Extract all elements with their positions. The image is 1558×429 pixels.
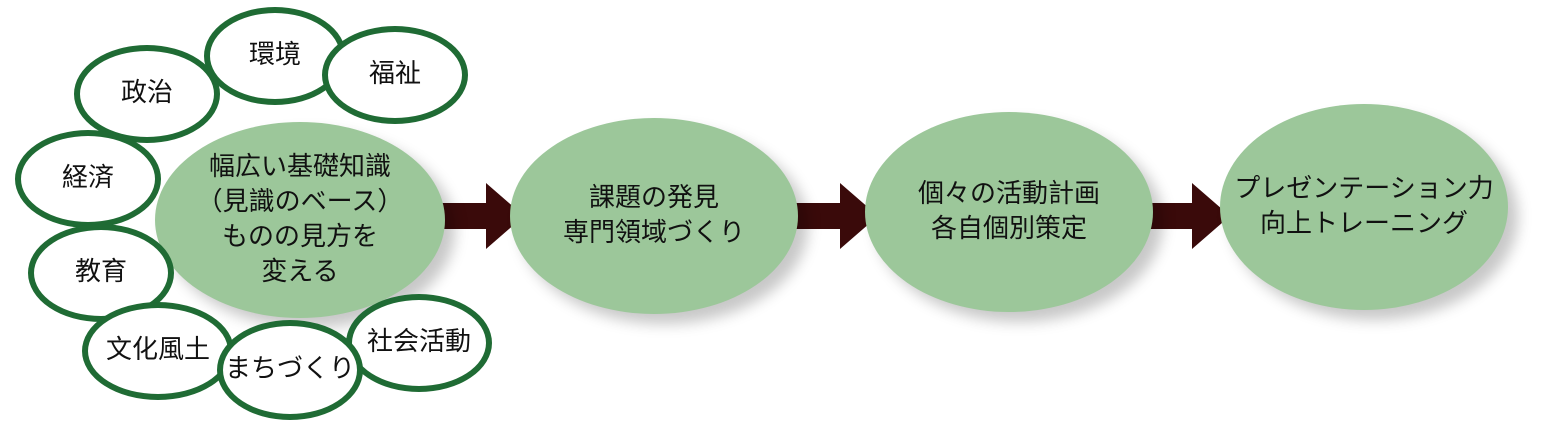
- topic-label: 教育: [74, 257, 127, 288]
- topic-welfare: 福祉: [322, 26, 468, 124]
- arrow-2: [790, 183, 878, 249]
- stage-problem-discovery: 課題の発見 専門領域づくり: [510, 118, 798, 314]
- topic-label: 環境: [248, 40, 301, 71]
- topic-culture: 文化風土: [82, 302, 234, 400]
- topic-label: 社会活動: [366, 327, 471, 358]
- arrow-3: [1142, 183, 1230, 249]
- stage-label: 幅広い基礎知識 （見識のベース） ものの見方を 変える: [196, 152, 404, 287]
- topic-label: 福祉: [368, 59, 421, 90]
- topic-label: まちづくり: [224, 354, 355, 385]
- stage-label: 個々の活動計画 各自個別策定: [917, 179, 1100, 244]
- topic-label: 政治: [120, 78, 173, 109]
- stage-foundation-knowledge: 幅広い基礎知識 （見識のベース） ものの見方を 変える: [155, 122, 445, 318]
- topic-economy: 経済: [15, 130, 161, 228]
- topic-label: 文化風土: [105, 335, 210, 366]
- stage-activity-plan: 個々の活動計画 各自個別策定: [865, 112, 1153, 312]
- topic-social-activity: 社会活動: [346, 294, 492, 392]
- topic-town-development: まちづくり: [217, 320, 363, 420]
- stage-label: 課題の発見 専門領域づくり: [562, 183, 745, 248]
- topic-politics: 政治: [74, 45, 220, 143]
- arrow-1: [436, 183, 524, 249]
- stage-presentation-training: プレゼンテーション力 向上トレーニング: [1220, 104, 1508, 310]
- stage-label: プレゼンテーション力 向上トレーニング: [1234, 174, 1494, 239]
- topic-label: 経済: [61, 163, 114, 194]
